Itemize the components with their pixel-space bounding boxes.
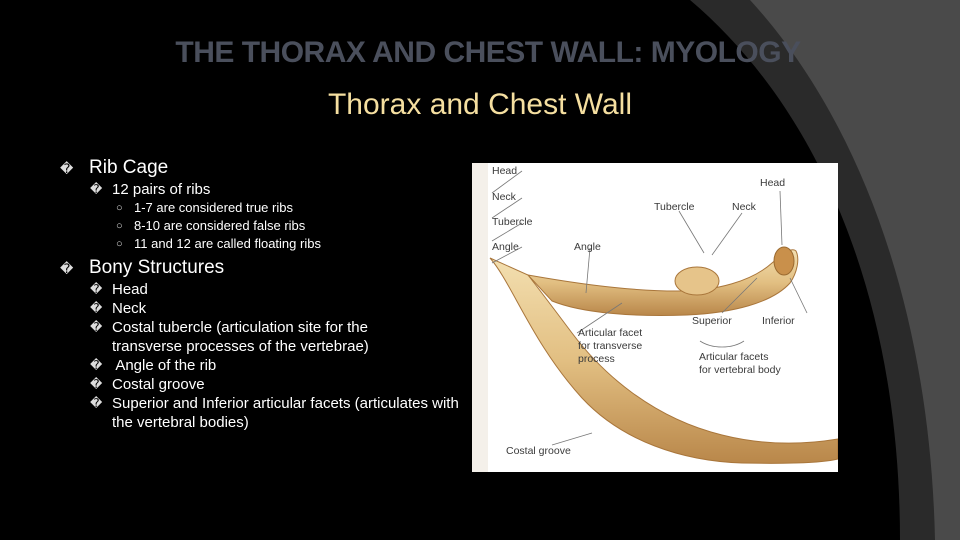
- bullet-icon: �: [90, 377, 103, 391]
- label-neck-top: Neck: [732, 201, 756, 213]
- detail-item: ○ 8-10 are considered false ribs: [60, 217, 500, 235]
- label-articular-facet-1: Articular facet: [578, 327, 643, 339]
- label-tubercle-top: Tubercle: [654, 201, 695, 213]
- circle-bullet-icon: ○: [116, 220, 123, 232]
- structure-item: � Neck: [60, 299, 500, 318]
- rib-cage-heading: Rib Cage: [89, 157, 169, 178]
- structure-item: � Costal tubercle (articulation site for…: [60, 318, 412, 356]
- structure-item: � Angle of the rib: [60, 356, 500, 375]
- bullet-icon: �: [90, 320, 103, 334]
- label-articular-facet-3: process: [578, 353, 615, 365]
- bullet-icon: �: [90, 182, 103, 196]
- tubercle-shape: [674, 266, 720, 296]
- bullet-rib-cage: � Rib Cage: [60, 156, 500, 180]
- structure-text: Angle of the rib: [112, 357, 217, 374]
- rib-shaft: [489, 257, 838, 464]
- label-neck-left: Neck: [492, 191, 516, 203]
- label-head-right: Head: [760, 177, 786, 189]
- detail-item: ○ 11 and 12 are called floating ribs: [60, 235, 500, 253]
- bullet-icon: �: [60, 161, 74, 176]
- rib-illustration: Head Neck Tubercle Angle Angle Tubercle …: [472, 163, 838, 472]
- bullet-icon: �: [90, 396, 103, 410]
- leader-lines: [491, 170, 808, 446]
- label-superior: Superior: [692, 315, 732, 327]
- pairs-text: 12 pairs of ribs: [112, 181, 211, 198]
- bullet-bony-structures: � Bony Structures: [60, 256, 500, 280]
- structure-item: � Costal groove: [60, 375, 500, 394]
- label-head-left: Head: [492, 165, 518, 177]
- label-inferior: Inferior: [762, 315, 795, 327]
- rib-head-region: [526, 249, 799, 316]
- slide-subtitle: Thorax and Chest Wall: [327, 88, 632, 121]
- label-angle-mid: Angle: [574, 241, 601, 253]
- detail-text: 11 and 12 are called floating ribs: [134, 236, 321, 251]
- detail-text: 8-10 are considered false ribs: [134, 218, 306, 233]
- label-tubercle-left: Tubercle: [492, 216, 533, 228]
- figure-border: [472, 163, 488, 472]
- structure-item: � Superior and Inferior articular facets…: [60, 394, 482, 432]
- bullet-icon: �: [90, 358, 103, 372]
- structure-text: Head: [112, 281, 148, 298]
- brace-line: [699, 340, 745, 348]
- detail-text: 1-7 are considered true ribs: [134, 200, 293, 215]
- rib-head-shape: [773, 246, 795, 276]
- structure-text: Superior and Inferior articular facets (…: [112, 395, 459, 431]
- structure-text: Costal groove: [112, 376, 205, 393]
- bullet-icon: �: [90, 282, 103, 296]
- label-articular-facet-2: for transverse: [578, 340, 643, 352]
- bullet-icon: �: [60, 261, 74, 276]
- bony-structures-heading: Bony Structures: [89, 257, 225, 278]
- detail-item: ○ 1-7 are considered true ribs: [60, 199, 500, 217]
- rib-drawing: [472, 163, 838, 472]
- structure-item: � Head: [60, 280, 500, 299]
- sub-bullet-pairs: � 12 pairs of ribs: [60, 180, 500, 199]
- structure-text: Neck: [112, 300, 147, 317]
- circle-bullet-icon: ○: [116, 202, 123, 214]
- label-angle-left: Angle: [492, 241, 519, 253]
- structure-text: Costal tubercle (articulation site for t…: [112, 319, 369, 355]
- bullet-icon: �: [90, 301, 103, 315]
- bullet-content: � Rib Cage � 12 pairs of ribs ○ 1-7 are …: [60, 156, 500, 432]
- label-costal-groove: Costal groove: [506, 445, 571, 457]
- circle-bullet-icon: ○: [116, 238, 123, 250]
- label-articular-facets-1: Articular facets: [699, 351, 769, 363]
- slide-title: THE THORAX AND CHEST WALL: MYOLOGY: [175, 36, 801, 69]
- label-articular-facets-2: for vertebral body: [699, 364, 781, 376]
